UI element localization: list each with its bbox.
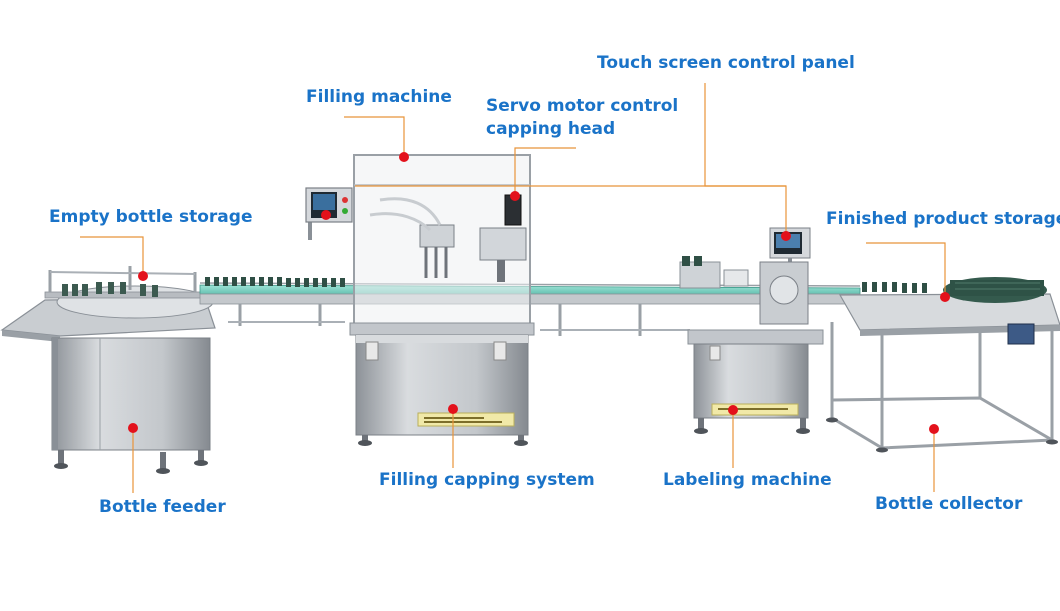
bottle-feeder-unit: [0, 266, 216, 474]
markers: [128, 152, 950, 434]
label-servo-motor-capping-head: Servo motor control capping head: [486, 96, 679, 139]
label-bottle-collector: Bottle collector: [875, 494, 1023, 514]
marker-filling-capping-system: [448, 404, 458, 414]
label-labeling-machine: Labeling machine: [663, 470, 832, 490]
marker-capping-head: [510, 191, 520, 201]
label-filling-capping-system: Filling capping system: [379, 470, 595, 490]
marker-touch-panel-right: [781, 231, 791, 241]
marker-filling-machine: [399, 152, 409, 162]
label-filling-machine: Filling machine: [306, 87, 452, 107]
leader-lines: [80, 83, 946, 493]
label-touch-screen-control-panel: Touch screen control panel: [597, 53, 855, 73]
marker-labeling-machine: [728, 405, 738, 415]
nameplate-filling: [417, 412, 515, 427]
marker-touch-panel-left: [321, 210, 331, 220]
bottle-collector-table: [826, 277, 1060, 453]
labeling-machine: [679, 227, 824, 434]
label-finished-product-storage: Finished product storage: [826, 209, 1060, 229]
marker-finished-product-storage: [940, 292, 950, 302]
label-bottle-feeder: Bottle feeder: [99, 497, 226, 517]
label-empty-bottle-storage: Empty bottle storage: [49, 207, 253, 227]
marker-bottle-feeder: [128, 423, 138, 433]
motor: [1007, 323, 1035, 345]
marker-bottle-collector: [929, 424, 939, 434]
filling-capping-machine: [305, 154, 535, 446]
marker-empty-bottle-storage: [138, 271, 148, 281]
